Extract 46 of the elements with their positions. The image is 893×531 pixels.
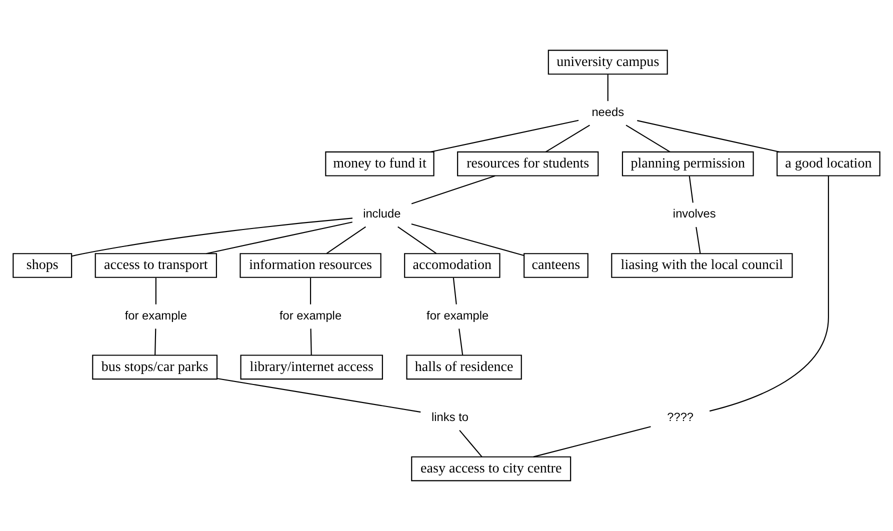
connector: [326, 226, 366, 254]
connector: [452, 278, 457, 304]
connector: [709, 176, 829, 412]
connector: [626, 124, 670, 152]
connector: [545, 124, 590, 152]
node-text: include: [363, 206, 401, 221]
connector: [154, 328, 156, 356]
connector: [607, 74, 608, 102]
node-box: money to fund it: [325, 151, 434, 176]
node-box: bus stops/car parks: [92, 354, 218, 380]
node-text: for example: [124, 308, 187, 322]
connector: [310, 278, 312, 304]
node-box: access to transport: [94, 253, 217, 278]
node-text: ????: [667, 410, 694, 424]
node-box: easy access to city centre: [411, 456, 572, 482]
node-box: resources for students: [457, 151, 599, 176]
connector: [398, 226, 437, 254]
connector: [411, 224, 524, 256]
node-box: information resources: [240, 253, 382, 278]
node-box: shops: [12, 253, 72, 278]
connector: [206, 222, 352, 254]
connector: [155, 278, 156, 304]
node-box: accomodation: [404, 253, 500, 278]
connector: [411, 175, 496, 204]
node-box: halls of residence: [406, 354, 522, 380]
node-box: library/internet access: [240, 354, 383, 380]
connector: [533, 426, 651, 458]
connector: [430, 120, 579, 152]
node-text: needs: [592, 105, 624, 120]
connector: [637, 120, 780, 152]
node-box: a good location: [776, 151, 880, 176]
connector: [696, 226, 701, 254]
node-box: planning permission: [622, 151, 754, 176]
node-box: liasing with the local council: [611, 253, 793, 278]
node-box: university campus: [548, 50, 668, 75]
node-text: links to: [432, 410, 468, 424]
connector: [459, 430, 482, 458]
connector: [72, 218, 352, 257]
node-text: for example: [426, 308, 489, 322]
connector: [688, 176, 694, 203]
node-box: canteens: [524, 253, 588, 278]
connector: [216, 378, 421, 413]
node-text: for example: [280, 308, 342, 322]
connector: [458, 328, 464, 356]
connector: [310, 328, 312, 356]
node-text: involves: [672, 206, 716, 221]
